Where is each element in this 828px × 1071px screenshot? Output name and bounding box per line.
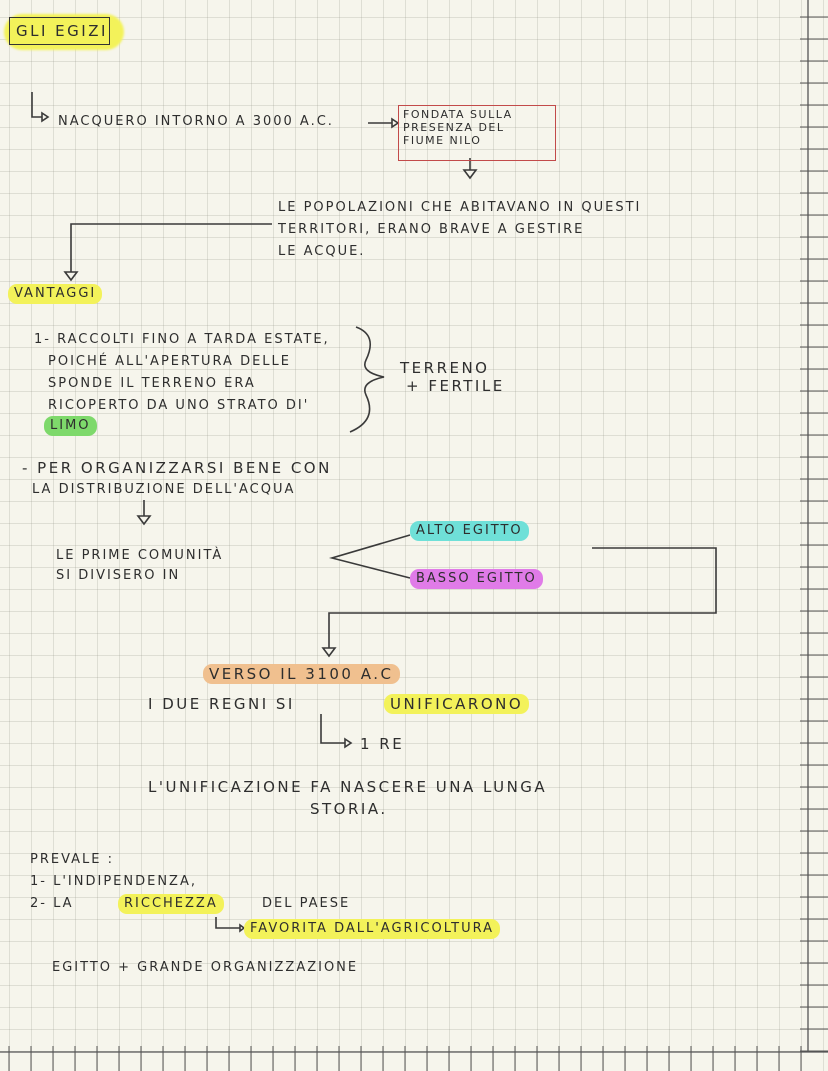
advantage-1-line-4: ricoperto da uno strato di' xyxy=(48,398,310,413)
advantage-1-line-1: 1- Raccolti fino a tarda estate, xyxy=(34,332,330,347)
advantage-1-line-2: poiché all'apertura delle xyxy=(48,354,292,369)
brace-note-1: Terreno xyxy=(400,359,490,377)
populations-line-3: le acque. xyxy=(278,244,366,259)
prevale-item-2-prefix: 2- La xyxy=(30,896,74,911)
brace-note-2: + fertile xyxy=(406,377,505,395)
limo-highlight: Limo xyxy=(44,416,97,436)
nile-box-line-2: presenza del xyxy=(403,121,505,134)
title-box xyxy=(9,17,110,45)
origin-line: Nacquero intorno a 3000 a.C. xyxy=(58,114,334,129)
prevale-item-1: 1- L'indipendenza, xyxy=(30,874,197,889)
nile-box-line-1: Fondata sulla xyxy=(403,108,513,121)
advantages-heading: Vantaggi xyxy=(8,284,103,304)
page-title: GLI EGIZI xyxy=(16,22,108,40)
unification-result: 1 re xyxy=(360,735,405,753)
populations-line-1: Le popolazioni che abitavano in questi xyxy=(278,200,642,215)
populations-line-2: territori, erano brave a gestire xyxy=(278,222,585,237)
advantage-2-line-1: - Per organizzarsi bene con xyxy=(22,459,332,477)
story-line-1: L'unificazione fa nascere una lunga xyxy=(148,778,548,796)
division-line-1: Le prime comunità xyxy=(56,548,224,563)
unification-date: Verso il 3100 a.C xyxy=(203,664,400,684)
agriculture-highlight: favorita dall'agricoltura xyxy=(244,919,501,939)
division-line-2: si divisero in xyxy=(56,568,181,583)
nile-box-line-3: fiume Nilo xyxy=(403,134,482,147)
advantage-2-line-2: la distribuzione dell'acqua xyxy=(32,482,296,497)
wealth-highlight: ricchezza xyxy=(118,894,224,914)
story-line-2: storia. xyxy=(310,800,388,818)
upper-egypt-highlight: Alto Egitto xyxy=(410,521,529,541)
prevale-item-2-suffix: del paese xyxy=(262,896,351,911)
nile-box: Fondata sulla presenza del fiume Nilo xyxy=(398,105,556,161)
elbow-arrow-origin xyxy=(31,92,42,118)
advantage-1-line-3: sponde il terreno era xyxy=(48,376,256,391)
unification-highlight: unificarono xyxy=(384,694,530,714)
prevale-heading: Prevale : xyxy=(30,852,115,867)
unification-line-prefix: I due regni si xyxy=(148,695,295,713)
conclusion-line: Egitto + grande organizzazione xyxy=(52,960,359,975)
lower-egypt-highlight: Basso Egitto xyxy=(410,569,543,589)
